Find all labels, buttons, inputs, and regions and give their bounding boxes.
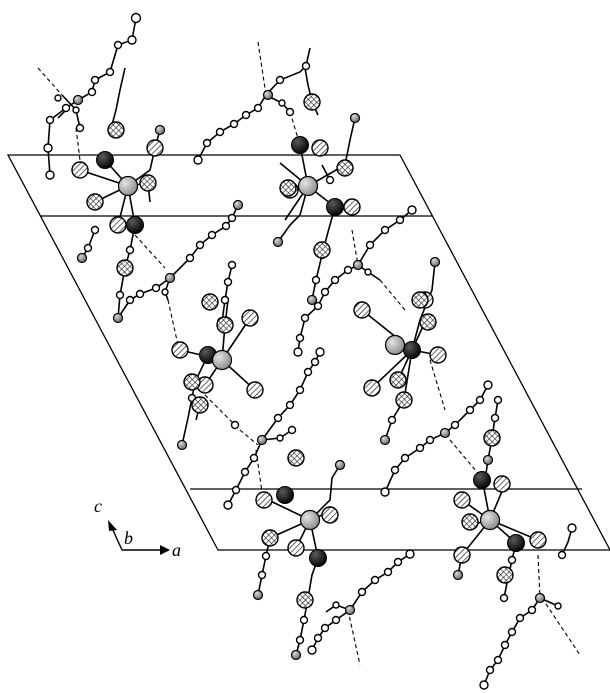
- axis-c-label: c: [94, 496, 102, 516]
- unit-cell-outline: [6, 154, 610, 551]
- hydrogen-bonds: [37, 41, 581, 666]
- crosshatched-atoms: [86, 93, 514, 609]
- small-open-atoms: [43, 12, 577, 690]
- axis-indicator: c b a: [94, 496, 181, 560]
- dark-atoms: [96, 136, 525, 567]
- small-grey-atoms: [72, 89, 546, 661]
- hatched-atoms: [71, 139, 547, 564]
- metal-atoms: [117, 175, 501, 531]
- axis-a-label: a: [172, 540, 181, 560]
- axis-b-label: b: [124, 528, 133, 548]
- unit-cell: [6, 154, 610, 551]
- bonds: [47, 17, 573, 686]
